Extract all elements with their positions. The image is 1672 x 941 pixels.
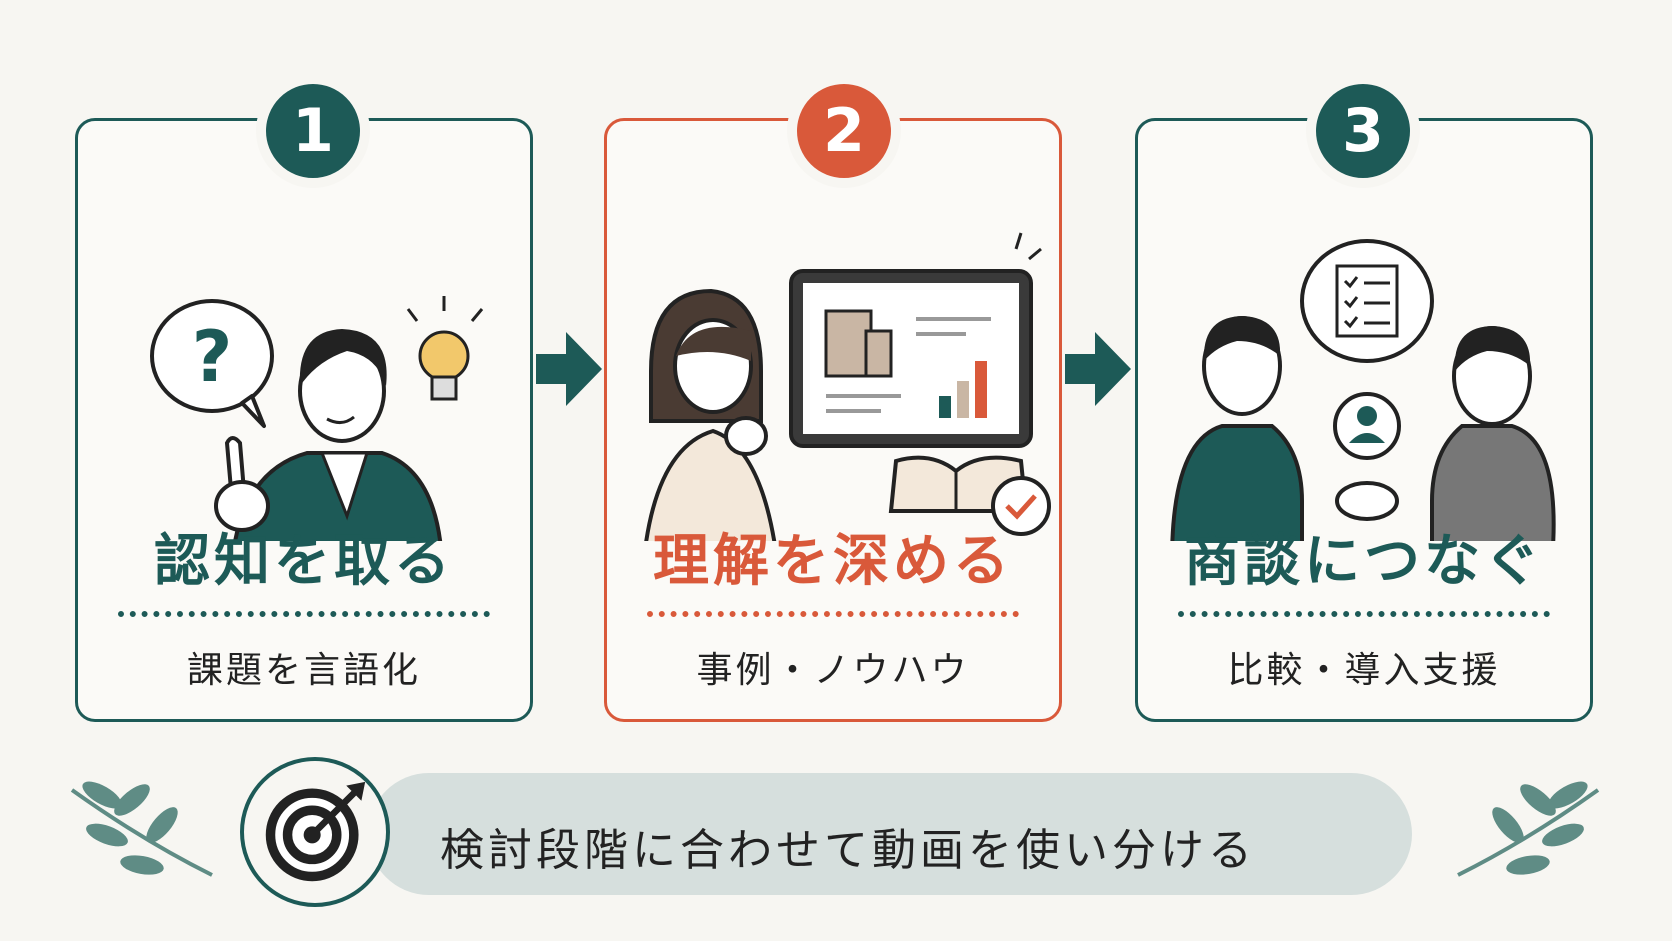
person-question-illustration: ? <box>150 296 484 541</box>
leaf-branch-left-icon <box>70 781 213 877</box>
learning-illustration <box>644 232 1051 541</box>
summary-banner <box>368 773 1412 895</box>
handshake-icon <box>1335 481 1399 521</box>
dotted-divider <box>118 611 490 617</box>
step-card-1: ? 認知を取る 課題を言語化 <box>75 118 533 722</box>
person-icon <box>214 329 443 541</box>
step-subtitle: 事例・ノウハウ <box>696 650 970 691</box>
step-number-badge: 1 <box>256 74 370 188</box>
question-bubble-icon: ? <box>150 299 274 428</box>
user-avatar-icon <box>1333 392 1401 460</box>
businessman-left-icon <box>1170 316 1304 541</box>
businessman-right-icon <box>1430 326 1556 541</box>
arrow-right-icon <box>1065 332 1131 406</box>
monitor-icon <box>789 232 1042 448</box>
step-title: 理解を深める <box>653 529 1013 594</box>
dotted-divider <box>647 611 1019 617</box>
checklist-bubble-icon <box>1300 239 1434 363</box>
step-title: 認知を取る <box>154 529 454 594</box>
woman-icon <box>644 288 777 541</box>
step-card-2: 理解を深める 事例・ノウハウ <box>604 118 1062 722</box>
summary-text: 検討段階に合わせて動画を使い分ける <box>440 825 1256 876</box>
leaf-branch-right-icon <box>1457 781 1600 877</box>
arrow-right-icon <box>536 332 602 406</box>
target-icon <box>240 757 390 907</box>
step-card-3: 商談につなぐ 比較・導入支援 <box>1135 118 1593 722</box>
step-number-badge: 3 <box>1306 74 1420 188</box>
step-subtitle: 比較・導入支援 <box>1227 650 1501 691</box>
step-title: 商談につなぐ <box>1184 529 1544 594</box>
handshake-illustration <box>1170 239 1556 541</box>
lightbulb-icon <box>406 296 484 401</box>
check-circle-icon <box>991 476 1051 536</box>
step-subtitle: 課題を言語化 <box>186 650 421 691</box>
dotted-divider <box>1178 611 1550 617</box>
step-number-badge: 2 <box>787 74 901 188</box>
svg-text:?: ? <box>192 316 233 398</box>
